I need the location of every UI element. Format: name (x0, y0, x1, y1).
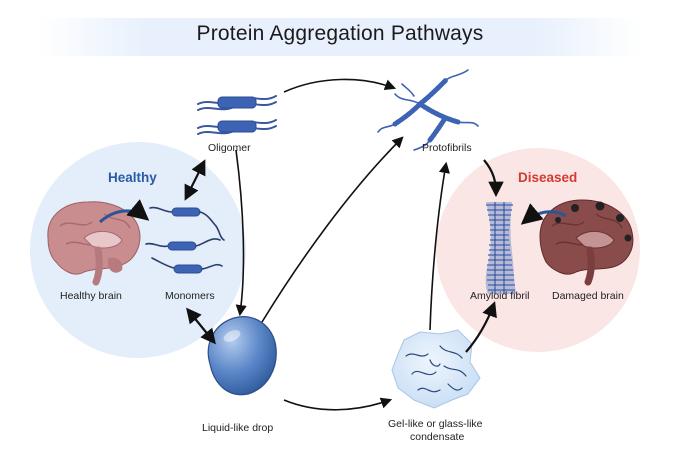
arrow-oligomer-to-protofibrils (283, 78, 397, 93)
arrow-drop-to-condensate (283, 397, 393, 411)
healthy-brain-arrow (99, 199, 150, 224)
title-band (40, 18, 640, 56)
protofibrils-label: Protofibrils (422, 142, 472, 154)
amyloid-fibril-label: Amyloid fibril (470, 290, 530, 302)
healthy-state-label: Healthy (108, 170, 157, 185)
diseased-region (436, 148, 640, 352)
monomers-icon (145, 206, 225, 274)
arrow-monomers-drop (186, 307, 216, 345)
damaged-brain-icon (539, 199, 634, 286)
healthy-brain-icon (47, 201, 141, 286)
protofibrils-icon (377, 69, 479, 151)
monomers-label: Monomers (165, 290, 215, 302)
damaged-brain-label: Damaged brain (552, 290, 624, 302)
liquid-drop-highlight (223, 330, 241, 342)
arrow-oligomer-to-drop (235, 149, 247, 317)
arrow-drop-to-protofibrils (261, 136, 404, 323)
damaged-brain-arrow (520, 203, 567, 225)
healthy-brain-label: Healthy brain (60, 290, 122, 302)
amyloid-fibril-icon (485, 202, 516, 294)
condensate-icon (391, 329, 481, 409)
arrow-condensate-to-protofibrils (429, 161, 450, 331)
oligomer-icon (197, 95, 277, 135)
condensate-label-line1: Gel-like or glass-like (388, 418, 483, 430)
liquid-drop-label: Liquid-like drop (202, 422, 274, 434)
condensate-label-line2: condensate (410, 431, 465, 443)
oligomer-label: Oligomer (208, 142, 251, 154)
diseased-state-label: Diseased (518, 170, 578, 185)
arrow-condensate-to-amyloid (465, 301, 497, 353)
diagram-title: Protein Aggregation Pathways (196, 22, 484, 45)
liquid-drop-icon (207, 316, 277, 396)
arrow-oligomer-monomers (184, 159, 206, 201)
arrow-protofibrils-to-amyloid (483, 159, 504, 198)
